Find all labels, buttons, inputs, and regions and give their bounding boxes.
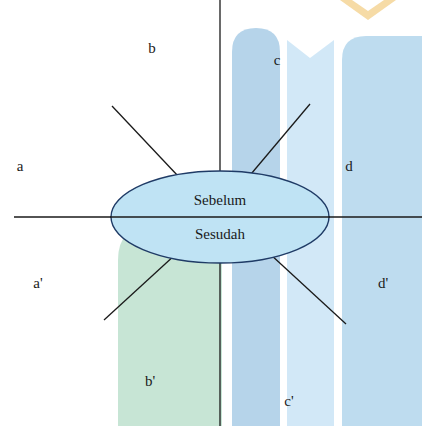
quadrant-label: d [345,158,353,175]
diagonal-line [270,254,346,324]
quadrant-label: c' [284,393,293,410]
diagonal-line [246,104,310,180]
chevron-mark [340,0,396,20]
ellipse-text: Sesudah [195,226,245,243]
quadrant-label: b [148,40,156,57]
blue-band [342,36,422,426]
quadrant-label: d' [378,275,388,292]
quadrant-label: a [17,158,24,175]
diagonal-line [112,106,178,176]
quadrant-label: c [274,52,281,69]
ellipse-node: SebelumSesudah [110,170,330,264]
ellipse-outline [110,170,330,264]
quadrant-label: a' [33,275,42,292]
diagonal-line [104,254,176,320]
quadrant-label: b' [145,373,155,390]
horizontal-axis [14,216,422,217]
ellipse-text: Sebelum [194,192,247,209]
